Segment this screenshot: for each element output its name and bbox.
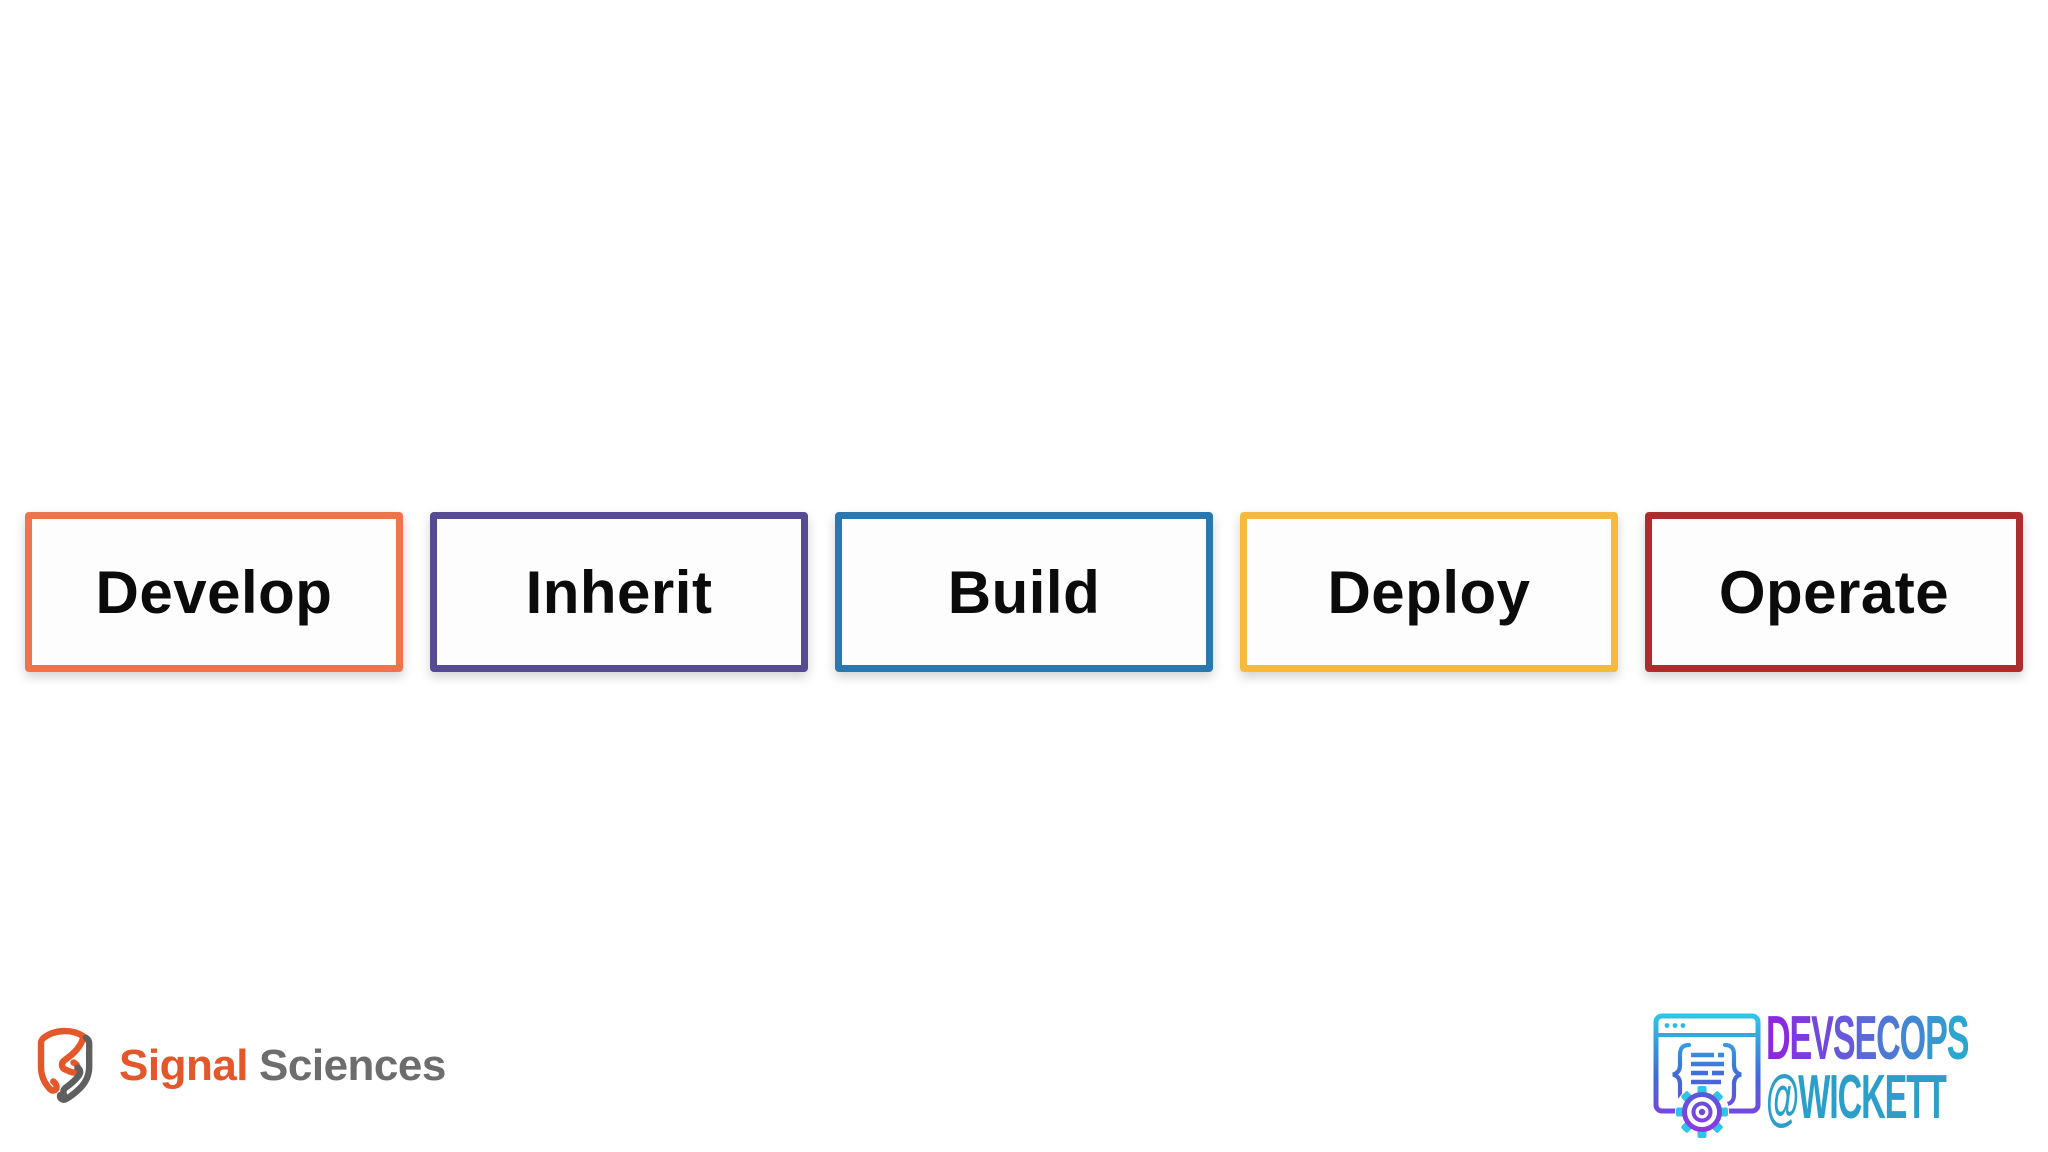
stage-box-build: Build [835,512,1213,672]
devsecops-text: DEVSECOPS [1766,1004,1969,1073]
browser-code-gear-icon [1653,1013,1761,1139]
devsecops-wickett-logo: DEVSECOPS @WICKETT [1644,1008,2024,1148]
gear-icon [1675,1085,1729,1139]
stage-box-deploy: Deploy [1240,512,1618,672]
stage-label: Build [947,558,1101,626]
sciences-word: Sciences [259,1041,446,1090]
stage-box-inherit: Inherit [430,512,808,672]
shield-s-icon [37,1027,93,1103]
stage-box-develop: Develop [25,512,403,672]
stage-label: Operate [1718,558,1950,626]
stage-label: Inherit [525,558,713,626]
stage-label: Deploy [1327,558,1531,626]
signal-word: Signal [119,1041,249,1090]
wickett-handle-text: @WICKETT [1766,1063,1947,1133]
pipeline-row: Develop Inherit Build Deploy Operate [25,512,2023,672]
stage-label: Develop [95,558,333,626]
wickett-wordmark: DEVSECOPS @WICKETT [1766,1004,2048,1133]
stage-box-operate: Operate [1645,512,2023,672]
